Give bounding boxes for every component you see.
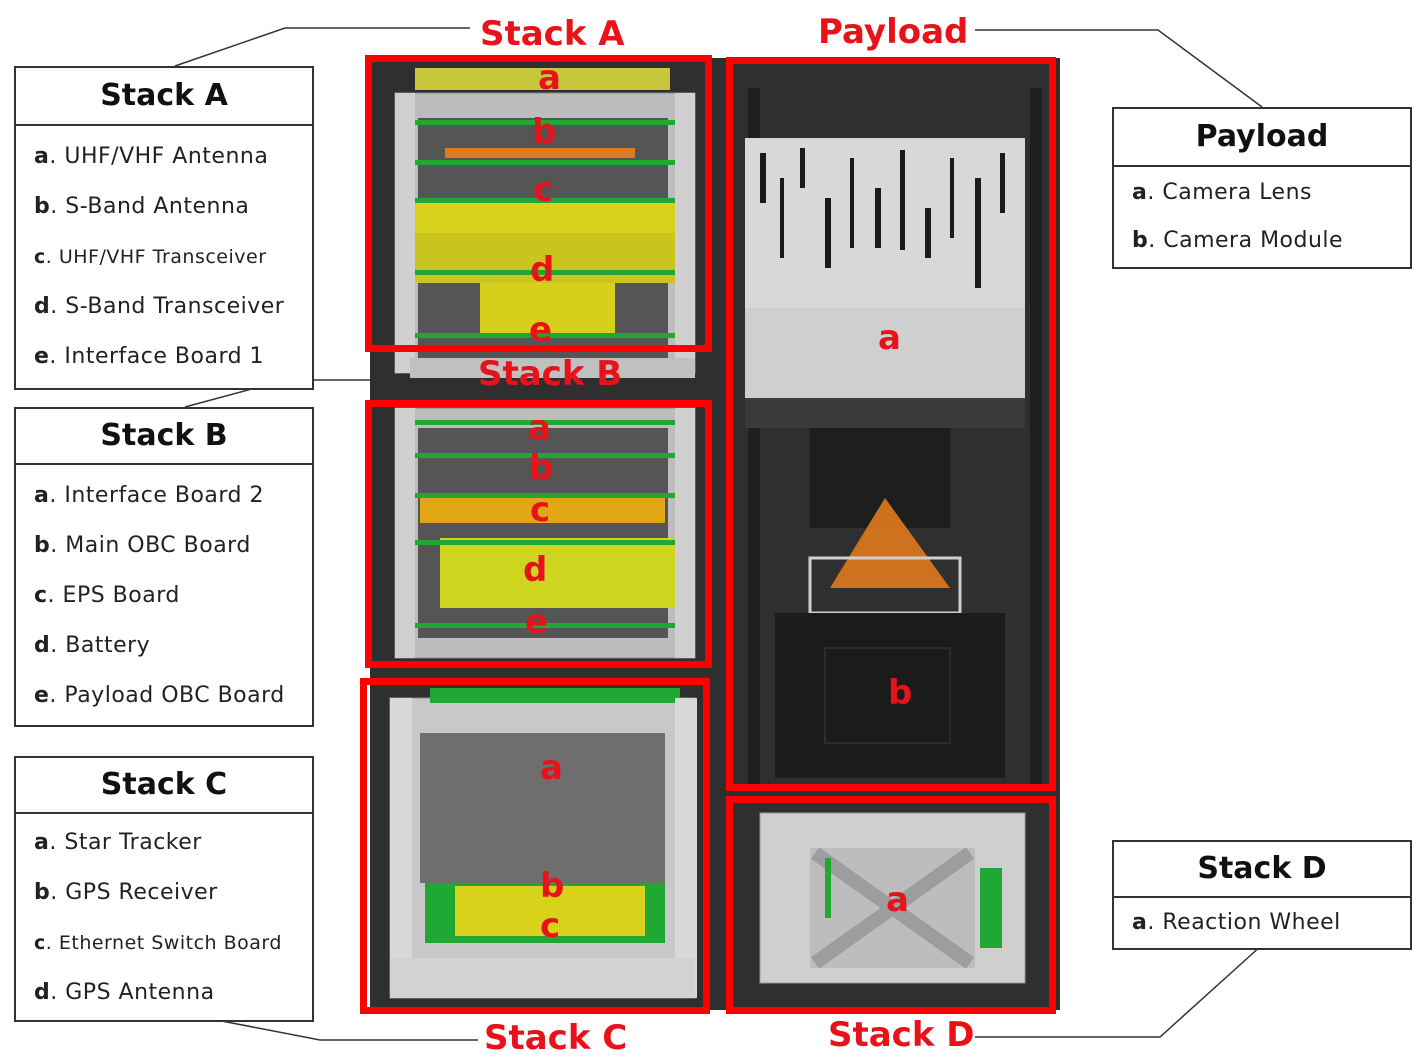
legend-items: a. Reaction Wheel [1114, 898, 1410, 950]
legend-items: a. Camera Lens b. Camera Module [1114, 167, 1410, 269]
legend-item: b. Main OBC Board [34, 533, 251, 558]
stack-c-letter-c: c [540, 906, 561, 946]
legend-item: c. EPS Board [34, 583, 180, 608]
connector-payload [975, 29, 1263, 108]
satellite-model [370, 58, 1060, 1010]
legend-item: c. Ethernet Switch Board [34, 932, 282, 954]
legend-item: b. S-Band Antenna [34, 194, 250, 219]
legend-item: c. UHF/VHF Transceiver [34, 246, 267, 268]
stack-d-assembly [759, 812, 1026, 984]
legend-item: b. GPS Receiver [34, 880, 218, 905]
legend-items: a. UHF/VHF Antenna b. S-Band Antenna c. … [16, 126, 312, 390]
legend-item: a. Camera Lens [1132, 180, 1312, 205]
payload-outline [726, 57, 1056, 791]
stack-a-letter-b: b [532, 112, 557, 152]
stack-b-outline [365, 400, 712, 668]
legend-items: a. Star Tracker b. GPS Receiver c. Ether… [16, 814, 312, 1022]
stack-c-outline [360, 678, 710, 1014]
stack-c-assembly [389, 688, 697, 999]
stack-b-letter-c: c [530, 490, 551, 530]
stack-b-letter-e: e [525, 602, 549, 642]
legend-stack-b: Stack B a. Interface Board 2 b. Main OBC… [14, 407, 314, 727]
stack-d-letter-a: a [886, 880, 909, 920]
payload-letter-a: a [878, 318, 901, 358]
stack-b-letter-a: a [528, 408, 551, 448]
legend-item: d. S-Band Transceiver [34, 294, 285, 319]
legend-item: a. Interface Board 2 [34, 483, 264, 508]
stack-c-letter-a: a [540, 748, 563, 788]
payload-letter-b: b [888, 673, 913, 713]
legend-item: d. GPS Antenna [34, 980, 215, 1005]
callout-stack-a: Stack A [480, 14, 625, 54]
stack-a-letter-d: d [530, 250, 555, 290]
legend-item: d. Battery [34, 633, 151, 658]
callout-payload: Payload [818, 12, 969, 52]
legend-item: e. Payload OBC Board [34, 683, 285, 708]
stack-a-letter-c: c [533, 170, 554, 210]
callout-stack-c: Stack C [484, 1018, 628, 1058]
legend-title: Stack C [16, 756, 312, 814]
stack-c-letter-b: b [540, 866, 565, 906]
satellite-cad-render [370, 58, 1060, 1010]
legend-payload: Payload a. Camera Lens b. Camera Module [1112, 107, 1412, 269]
legend-stack-c: Stack C a. Star Tracker b. GPS Receiver … [14, 756, 314, 1022]
legend-title: Stack D [1114, 840, 1410, 898]
legend-title: Stack B [16, 407, 312, 465]
connector-stack-a [174, 27, 470, 67]
legend-stack-d: Stack D a. Reaction Wheel [1112, 840, 1412, 950]
legend-items: a. Interface Board 2 b. Main OBC Board c… [16, 465, 312, 727]
stack-a-letter-e: e [529, 310, 553, 350]
payload-assembly [745, 88, 1042, 788]
stack-a-outline [365, 55, 712, 352]
stack-b-assembly [394, 407, 696, 659]
legend-item: a. Reaction Wheel [1132, 910, 1341, 935]
stack-d-outline [726, 796, 1056, 1014]
stack-a-assembly [394, 68, 696, 378]
legend-item: b. Camera Module [1132, 228, 1344, 253]
stack-a-letter-a: a [538, 58, 561, 98]
legend-item: a. Star Tracker [34, 830, 202, 855]
stack-b-letter-d: d [523, 550, 548, 590]
callout-stack-b: Stack B [478, 354, 623, 394]
legend-item: a. UHF/VHF Antenna [34, 144, 269, 169]
legend-title: Payload [1114, 107, 1410, 167]
legend-title: Stack A [16, 66, 312, 126]
stack-b-letter-b: b [529, 448, 554, 488]
legend-stack-a: Stack A a. UHF/VHF Antenna b. S-Band Ant… [14, 66, 314, 390]
legend-item: e. Interface Board 1 [34, 344, 265, 369]
connector-stack-d [975, 944, 1263, 1038]
callout-stack-d: Stack D [828, 1015, 975, 1055]
